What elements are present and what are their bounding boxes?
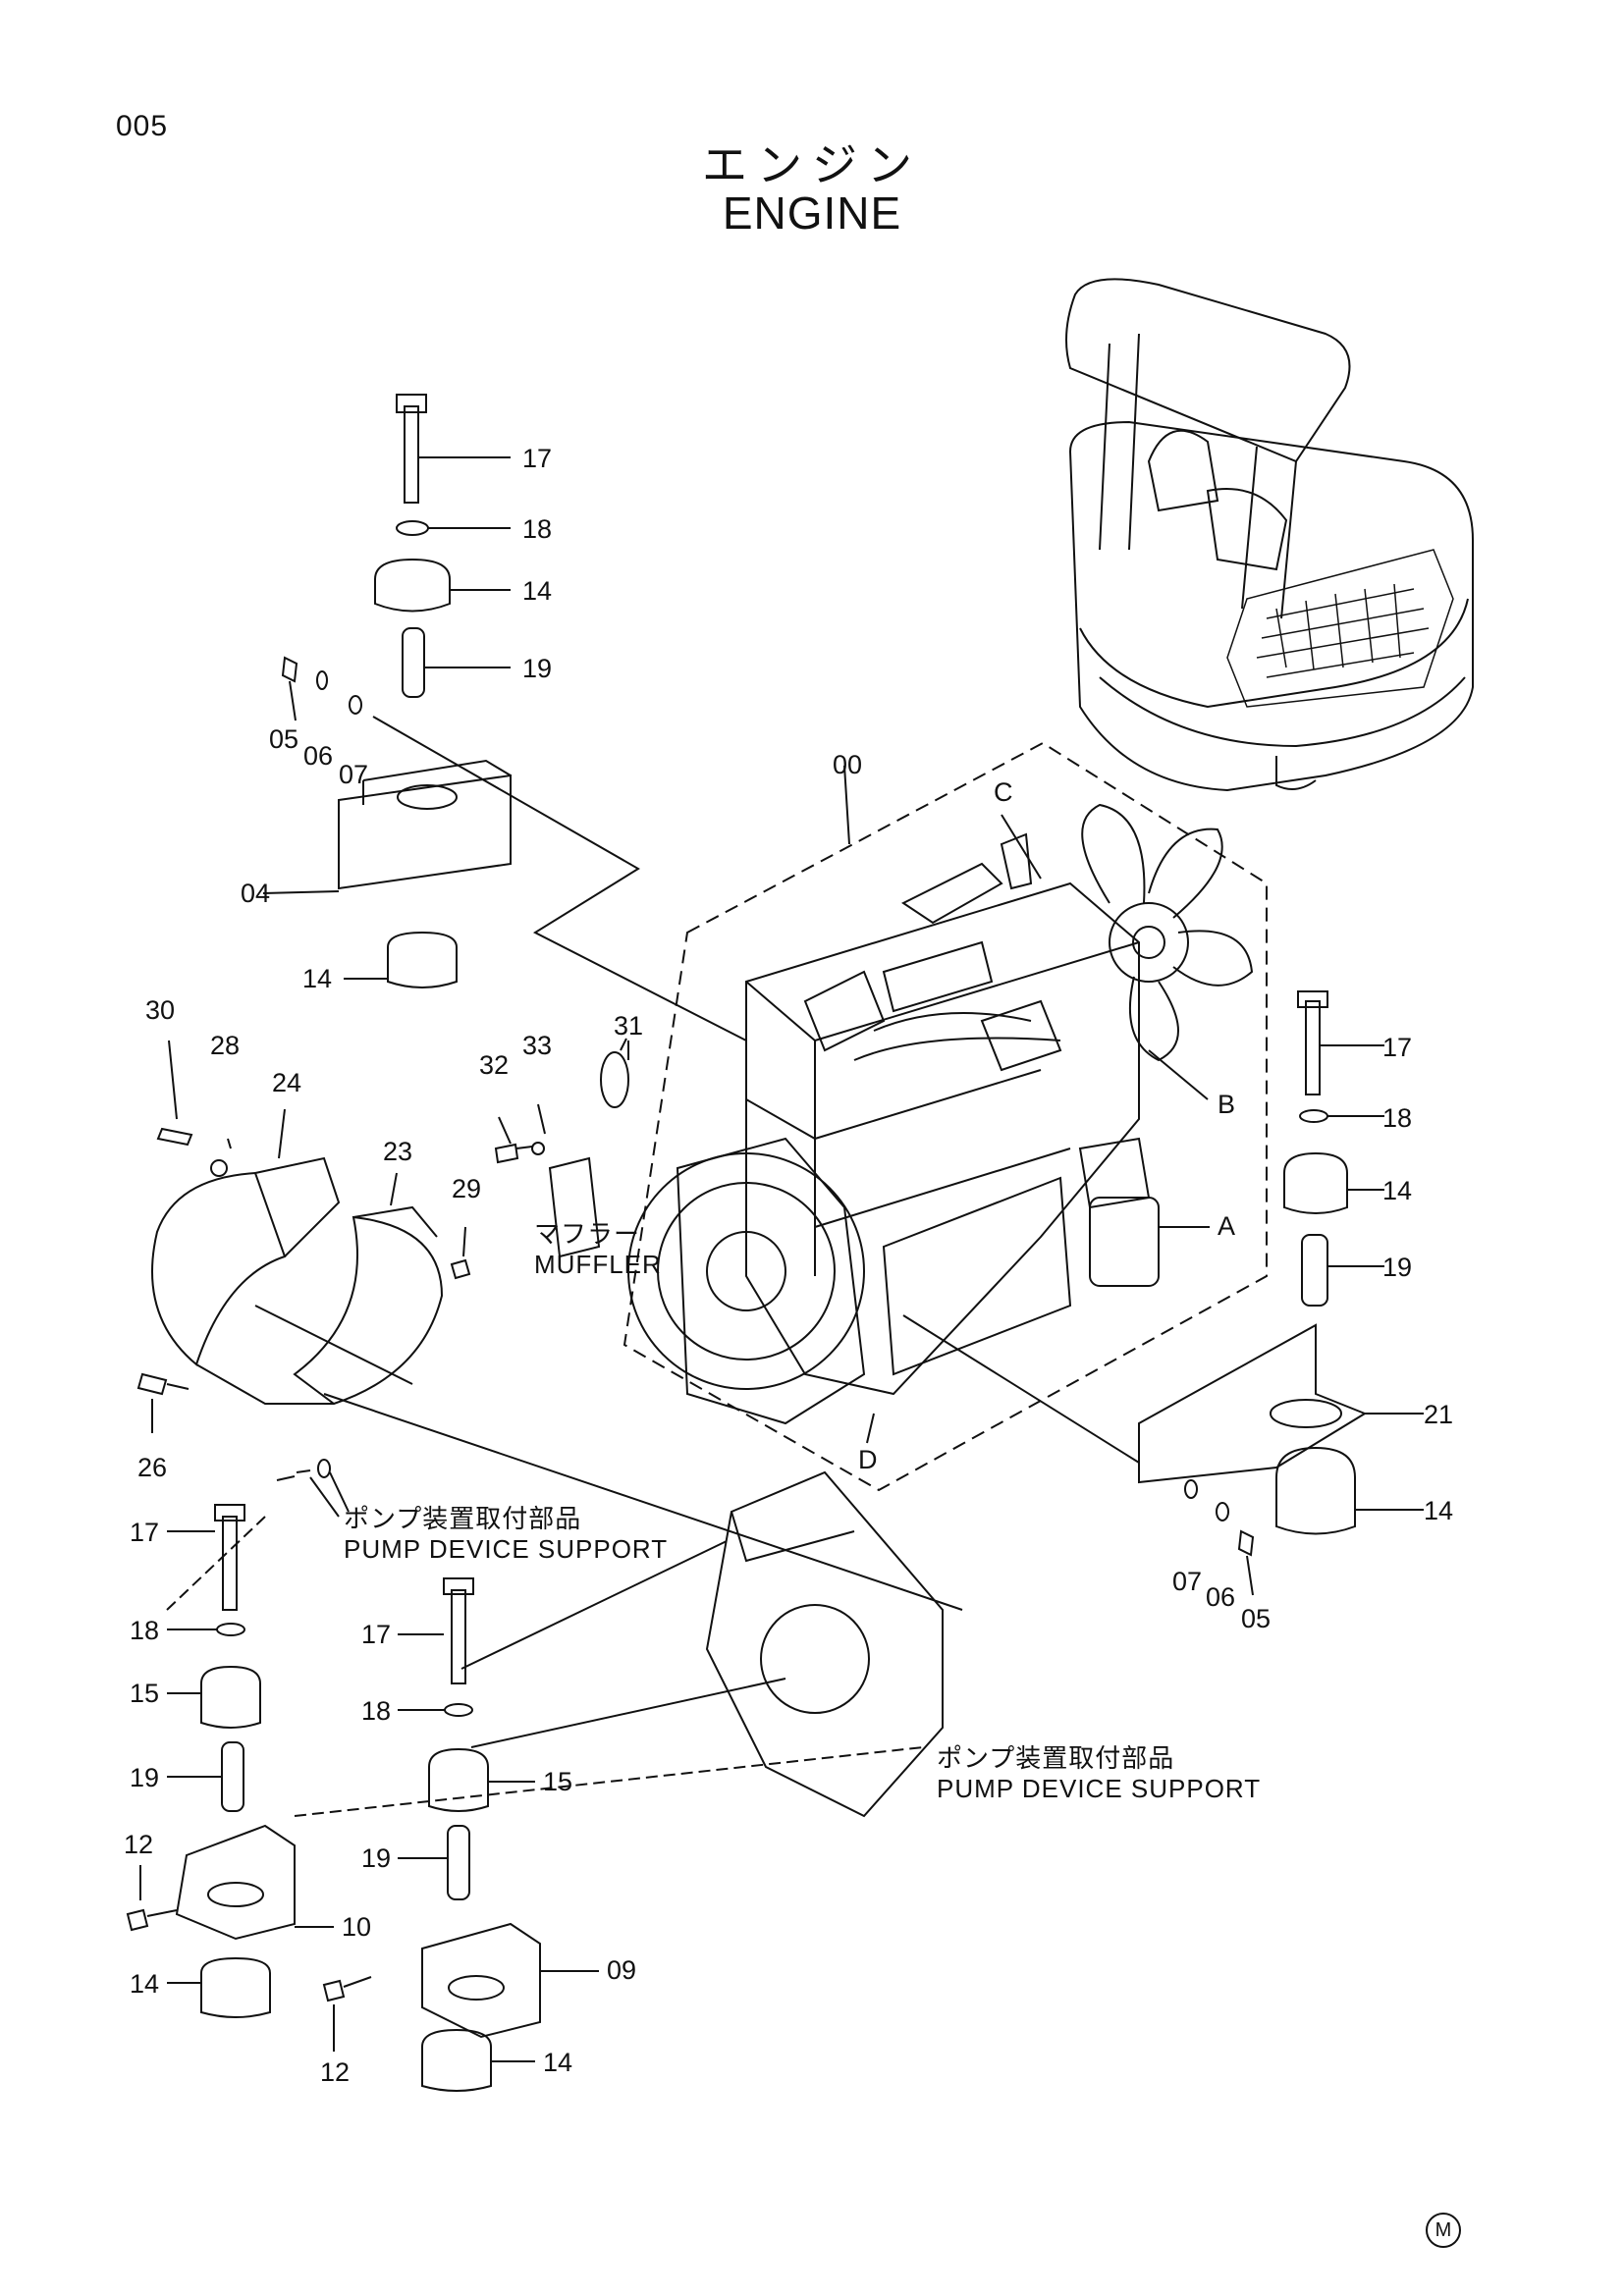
callout-18-lower-left: 18: [130, 1616, 160, 1645]
callout-30: 30: [145, 995, 176, 1025]
callout-14-right-lower: 14: [1424, 1496, 1454, 1525]
muffler-note: マフラー MUFFLER: [534, 1219, 662, 1280]
machine-overview-illustration: [1065, 278, 1474, 792]
callout-32: 32: [479, 1050, 510, 1080]
revision-mark: M: [1426, 2213, 1461, 2248]
callout-ref-d: D: [858, 1445, 878, 1474]
pump-support-note-right-jp: ポンプ装置取付部品: [937, 1743, 1175, 1773]
callout-ref-b: B: [1218, 1090, 1236, 1119]
callout-28: 28: [210, 1031, 241, 1060]
callout-29: 29: [452, 1174, 482, 1203]
callout-18-right: 18: [1382, 1103, 1413, 1133]
callout-12-left: 12: [124, 1830, 154, 1859]
callout-15-lower-mid: 15: [543, 1767, 573, 1796]
callout-05-right: 05: [1241, 1604, 1272, 1633]
callout-04: 04: [241, 879, 271, 908]
callout-07-right: 07: [1172, 1567, 1203, 1596]
callout-19-lower-left: 19: [130, 1763, 160, 1792]
pump-support-note-left: ポンプ装置取付部品 PUMP DEVICE SUPPORT: [344, 1504, 668, 1565]
callout-17-upper: 17: [522, 444, 553, 473]
callout-14-right: 14: [1382, 1176, 1413, 1205]
callout-15-lower-left: 15: [130, 1679, 160, 1708]
callout-07-upper: 07: [339, 760, 369, 789]
callout-21: 21: [1424, 1400, 1454, 1429]
upper-left-mount-stack: [262, 394, 747, 1041]
callout-17-lower-left: 17: [130, 1518, 160, 1547]
callout-ref-c: C: [994, 777, 1013, 807]
callout-14-upper: 14: [522, 576, 553, 606]
pump-support-note-left-en: PUMP DEVICE SUPPORT: [344, 1534, 669, 1565]
page-title: ENGINE: [722, 187, 902, 239]
page-title-japanese: エンジン: [702, 138, 922, 191]
pump-support-note-left-jp: ポンプ装置取付部品: [344, 1504, 582, 1533]
right-mount-stack: [902, 990, 1424, 1596]
callout-17-lower-mid: 17: [361, 1620, 392, 1649]
engine-block-illustration: [627, 832, 1160, 1425]
pump-support-plate: [166, 1393, 963, 1818]
callout-33: 33: [522, 1031, 553, 1060]
muffler-note-en: MUFFLER: [534, 1250, 662, 1280]
callout-14-upper-lower: 14: [302, 964, 333, 993]
callout-31: 31: [614, 1011, 644, 1041]
lower-middle-mount-stack: [322, 1577, 599, 2092]
muffler-note-jp: マフラー: [534, 1219, 641, 1249]
callout-12-mid: 12: [320, 2057, 351, 2087]
callout-05-upper: 05: [269, 724, 299, 754]
callout-10: 10: [342, 1912, 372, 1942]
callout-ref-a: A: [1218, 1211, 1236, 1241]
pump-support-note-right: ポンプ装置取付部品 PUMP DEVICE SUPPORT: [937, 1743, 1261, 1804]
callout-18-lower-mid: 18: [361, 1696, 392, 1726]
callout-09: 09: [607, 1955, 637, 1985]
cooling-fan-illustration: [1081, 803, 1254, 1062]
lower-left-mount-stack: [126, 1504, 334, 2018]
callout-14-lower-left: 14: [130, 1969, 160, 1999]
callout-19-lower-mid: 19: [361, 1843, 392, 1873]
pump-support-note-right-en: PUMP DEVICE SUPPORT: [937, 1774, 1262, 1804]
callout-26: 26: [137, 1453, 168, 1482]
callout-06-right: 06: [1206, 1582, 1236, 1612]
page-number: 005: [116, 110, 169, 142]
callout-24: 24: [272, 1068, 302, 1097]
callout-17-right: 17: [1382, 1033, 1413, 1062]
callout-19-upper: 19: [522, 654, 553, 683]
callout-18-upper: 18: [522, 514, 553, 544]
callout-19-right: 19: [1382, 1253, 1413, 1282]
callout-00: 00: [833, 750, 863, 779]
callout-14-lower-mid: 14: [543, 2048, 573, 2077]
muffler-cover-assembly: [136, 1051, 629, 1406]
callout-06-upper: 06: [303, 741, 334, 771]
engine-assembly-outline: [623, 741, 1268, 1492]
callout-23: 23: [383, 1137, 413, 1166]
